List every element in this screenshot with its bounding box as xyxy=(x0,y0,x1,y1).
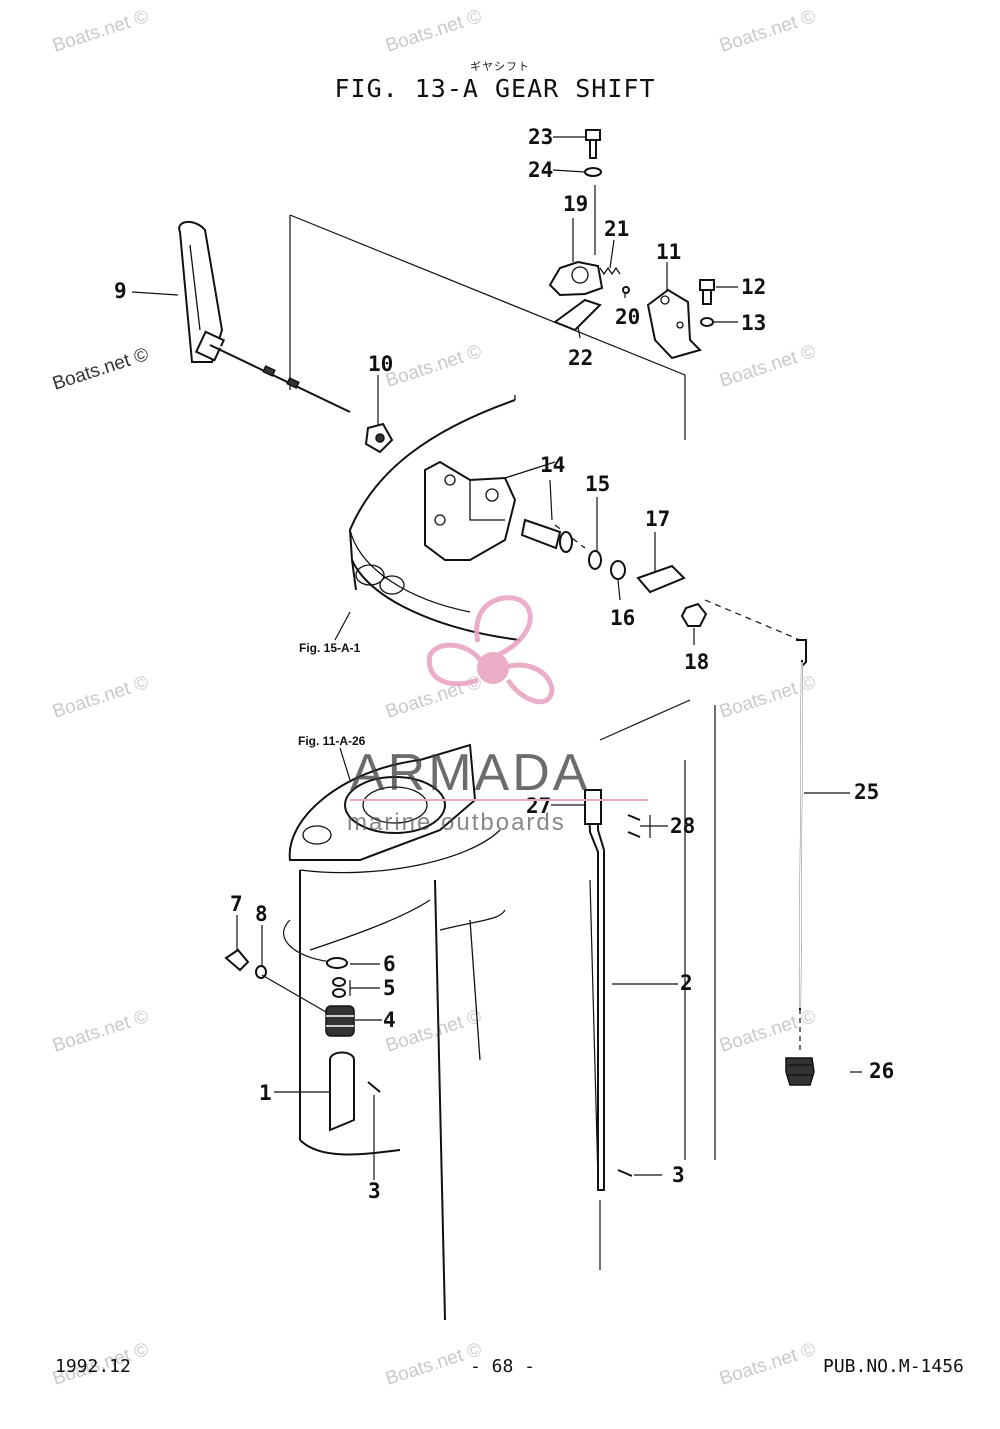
callout-26: 26 xyxy=(869,1059,894,1083)
callout-1: 1 xyxy=(259,1081,272,1105)
spring-part-21 xyxy=(599,266,621,276)
bolt-part-7 xyxy=(224,948,250,972)
callout-17: 17 xyxy=(645,507,670,531)
callout-24: 24 xyxy=(528,158,553,182)
figure-ref-15-a-1: Fig. 15-A-1 xyxy=(299,641,361,655)
watermark-text: Boats.net © xyxy=(50,1006,151,1057)
callout-22: 22 xyxy=(568,346,593,370)
callout-18: 18 xyxy=(684,650,709,674)
callout-12: 12 xyxy=(741,275,766,299)
connector-part-27 xyxy=(584,789,602,825)
callout-20: 20 xyxy=(615,305,640,329)
pin-part-3-left xyxy=(367,1081,381,1093)
armada-logo-watermark: ARMADA marine outboards xyxy=(347,595,648,836)
title-japanese: ギヤシフト xyxy=(470,60,530,73)
figure-title: FIG. 13-A GEAR SHIFT xyxy=(334,74,656,103)
bracket-part-19 xyxy=(548,260,604,297)
callout-11: 11 xyxy=(656,240,681,264)
figure-ref-11-a-26: Fig. 11-A-26 xyxy=(298,734,366,748)
site-watermarks: Boats.net © Boats.net © Boats.net © Boat… xyxy=(50,6,818,1390)
o-ring-part-5b xyxy=(332,988,346,998)
leader-lines xyxy=(131,136,862,1180)
armada-brand-text: ARMADA xyxy=(350,744,590,802)
callout-2: 2 xyxy=(680,971,693,995)
watermark-text: Boats.net © xyxy=(717,672,818,723)
lower-housing xyxy=(288,743,506,1321)
shift-rod-part-25 xyxy=(796,639,807,1011)
shift-rod-part-2 xyxy=(586,789,605,1191)
bolt-part-12 xyxy=(699,279,715,305)
watermark-text: Boats.net © xyxy=(50,672,151,723)
callout-25: 25 xyxy=(854,780,879,804)
shift-lever-part-9 xyxy=(178,221,351,413)
assembly-guide-lines xyxy=(283,185,801,1270)
o-ring-part-5a xyxy=(332,977,346,987)
watermark-text: Boats.net © xyxy=(50,6,151,57)
callout-28: 28 xyxy=(670,814,695,838)
bracket-part-11 xyxy=(646,288,702,360)
watermark-text: Boats.net © xyxy=(383,6,484,57)
grommet-part-26 xyxy=(785,1057,815,1086)
bushing-part-1 xyxy=(329,1051,355,1132)
watermark-text: Boats.net © xyxy=(717,1339,818,1390)
pin-part-3-right xyxy=(617,1169,633,1177)
plate-part-22 xyxy=(552,298,602,332)
watermark-text: Boats.net © xyxy=(383,672,484,723)
callout-8: 8 xyxy=(255,902,268,926)
footer-publication-number: PUB.NO.M-1456 xyxy=(823,1356,964,1377)
washer-part-24 xyxy=(584,167,602,177)
washer-part-13 xyxy=(700,317,714,327)
callout-4: 4 xyxy=(383,1008,396,1032)
callout-7: 7 xyxy=(230,892,243,916)
shift-pin-part-14 xyxy=(520,518,573,553)
watermark-text: Boats.net © xyxy=(383,341,484,392)
bushing-part-4 xyxy=(325,1005,355,1037)
watermark-text: Boats.net © xyxy=(50,344,151,395)
footer-date: 1992.12 xyxy=(55,1356,131,1377)
bolt-part-23 xyxy=(585,129,601,159)
link-part-17 xyxy=(636,564,686,594)
callout-15: 15 xyxy=(585,472,610,496)
callout-16: 16 xyxy=(610,606,635,630)
nut-part-18 xyxy=(680,602,708,627)
watermark-text: Boats.net © xyxy=(717,6,818,57)
callout-19: 19 xyxy=(563,192,588,216)
callout-13: 13 xyxy=(741,311,766,335)
callout-27: 27 xyxy=(526,794,551,818)
footer-page-number: - 68 - xyxy=(470,1356,536,1377)
callout-10: 10 xyxy=(368,352,393,376)
callout-3-right: 3 xyxy=(672,1163,685,1187)
watermark-text: Boats.net © xyxy=(717,1006,818,1057)
clip-part-15 xyxy=(588,550,602,570)
washer-part-16 xyxy=(610,560,626,580)
callout-3-left: 3 xyxy=(368,1179,381,1203)
callout-21: 21 xyxy=(604,217,629,241)
collar-part-10 xyxy=(364,422,394,454)
armada-brand-subtitle: marine outboards xyxy=(347,809,566,836)
screws-part-28 xyxy=(627,814,641,838)
upper-housing xyxy=(348,395,556,641)
pin-part-20 xyxy=(622,286,630,294)
washer-part-8 xyxy=(255,965,267,979)
callout-6: 6 xyxy=(383,952,396,976)
o-ring-part-6 xyxy=(326,957,348,969)
propeller-icon xyxy=(426,595,555,705)
callout-9: 9 xyxy=(114,279,127,303)
watermark-text: Boats.net © xyxy=(383,1006,484,1057)
callout-14: 14 xyxy=(540,453,565,477)
callout-23: 23 xyxy=(528,125,553,149)
callout-labels: 9 10 23 24 19 21 11 12 20 13 22 14 15 17… xyxy=(114,125,894,1203)
callout-5: 5 xyxy=(383,976,396,1000)
watermark-text: Boats.net © xyxy=(717,341,818,392)
